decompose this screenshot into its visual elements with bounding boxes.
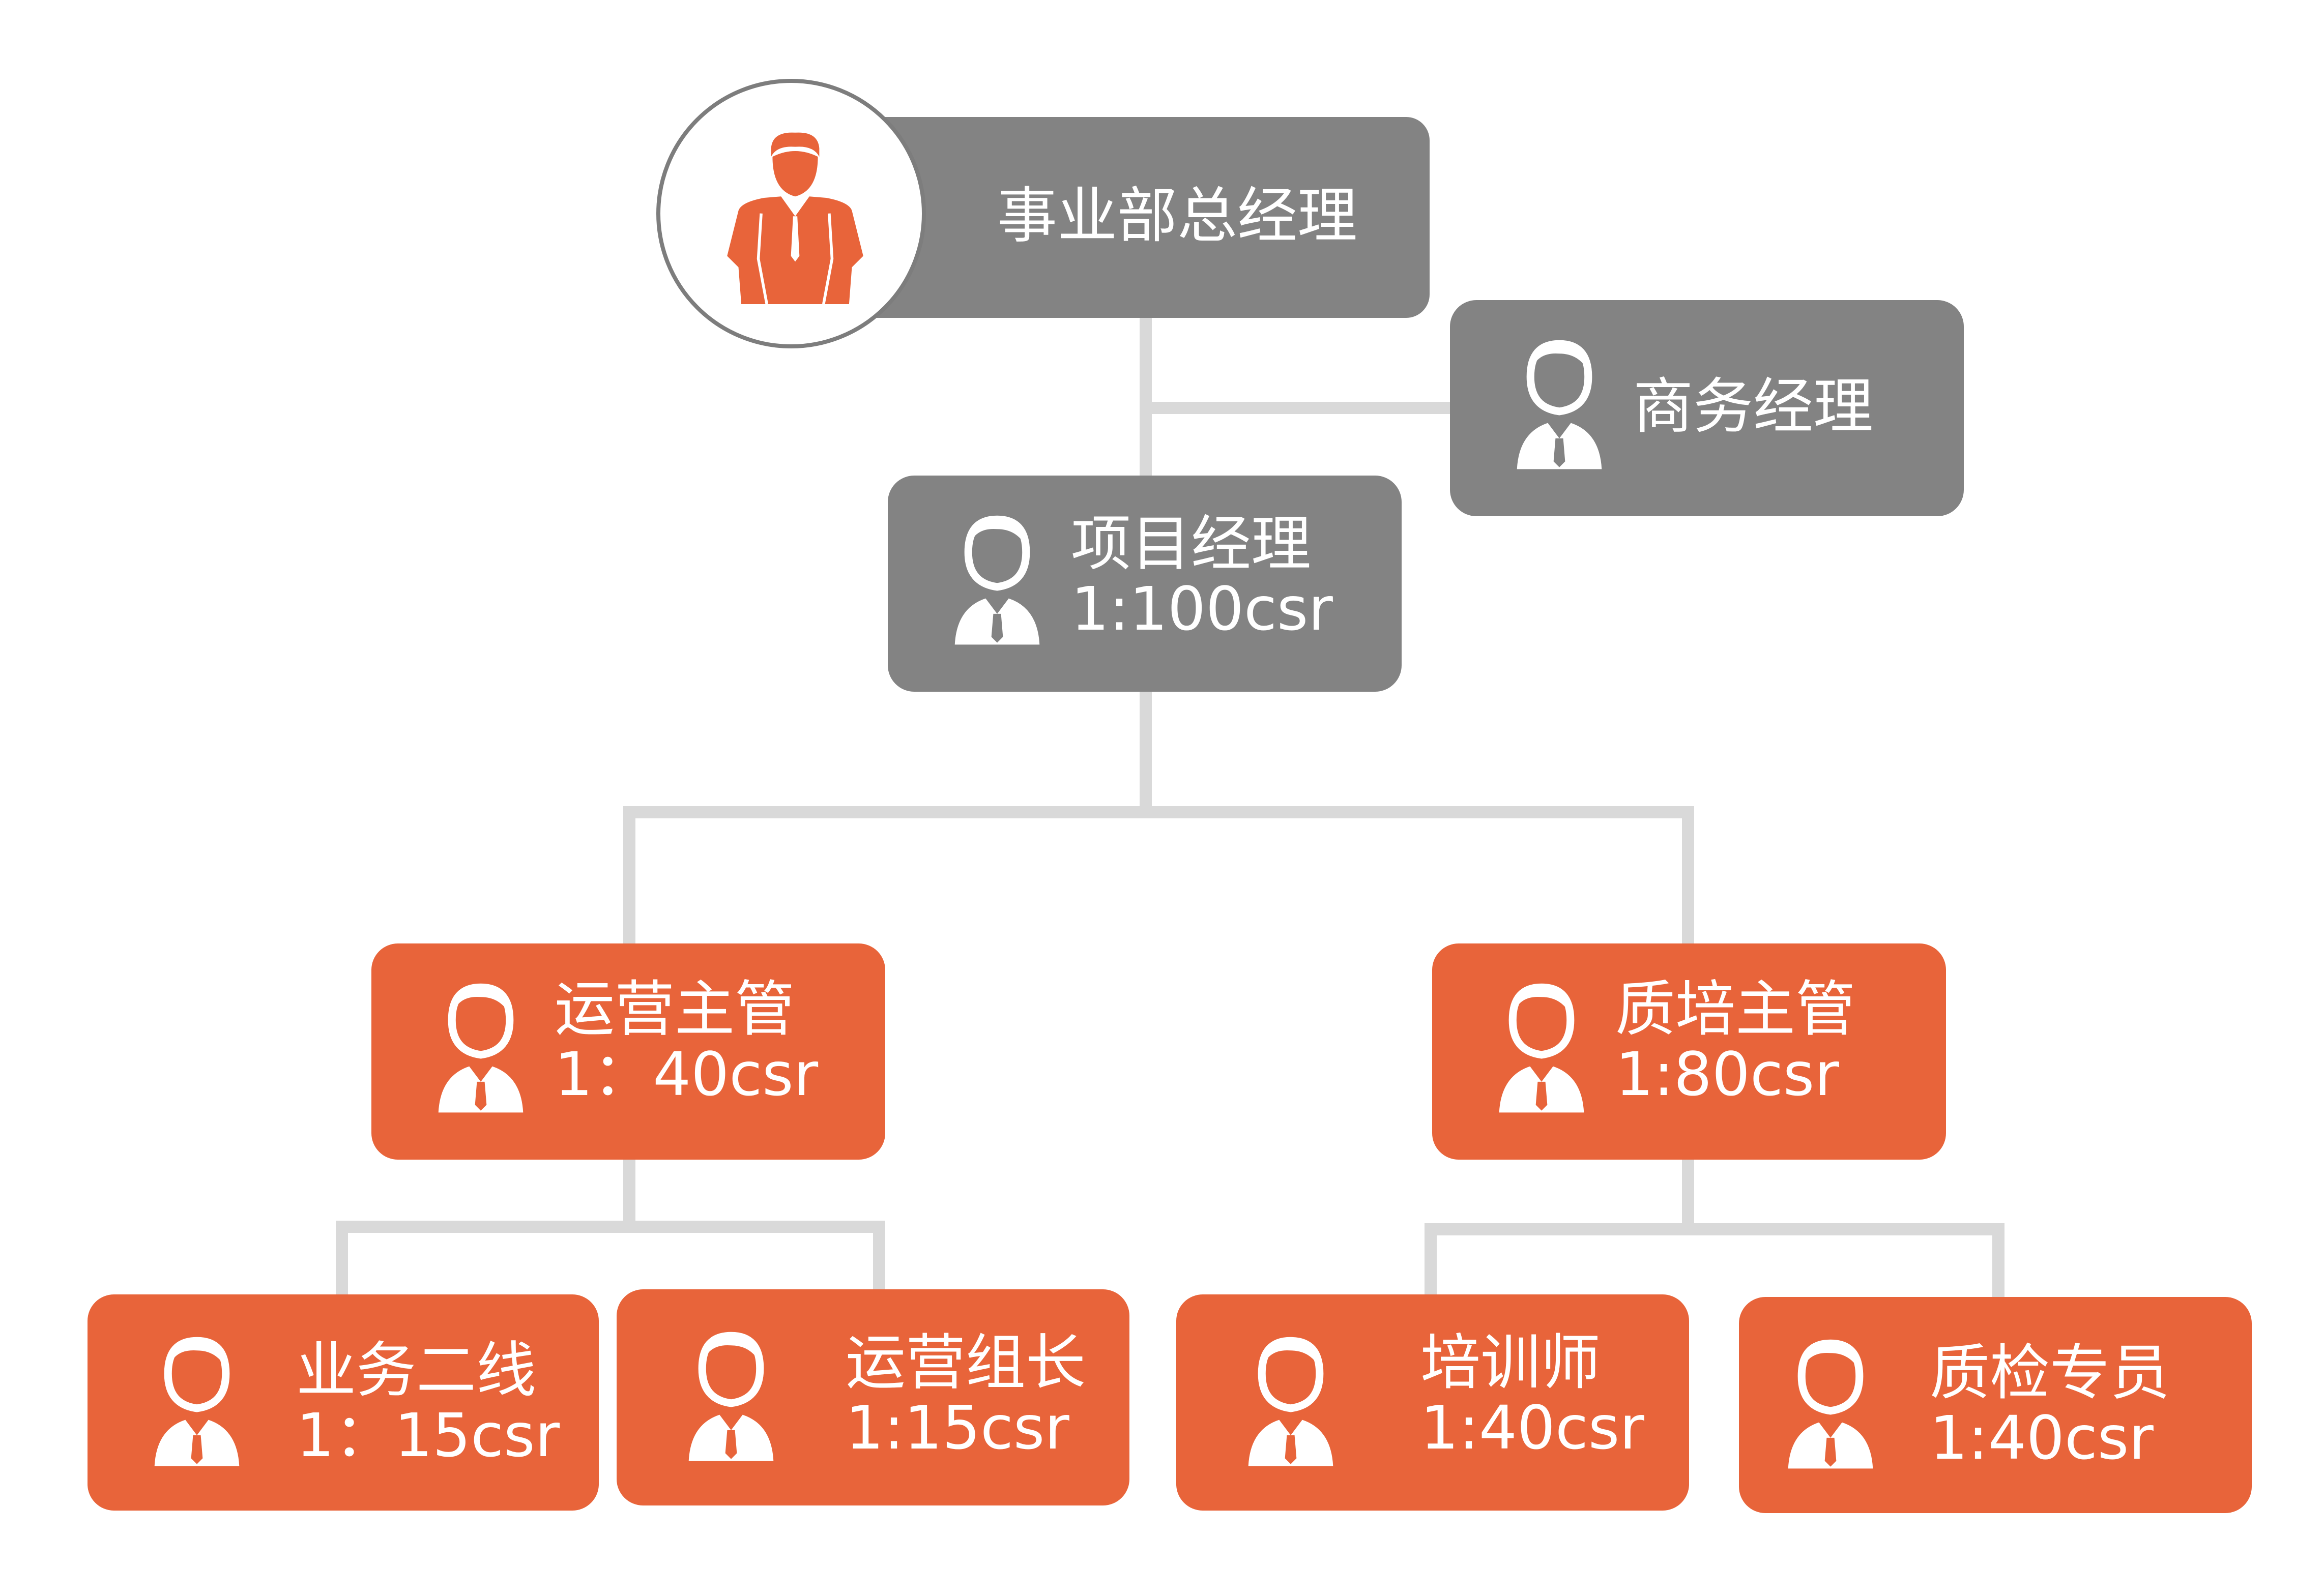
person-suit-icon	[727, 132, 863, 304]
person-outline-icon	[1511, 338, 1608, 473]
connector-to-ops-supervisor	[623, 806, 635, 946]
connector-to-qa-specialist	[1992, 1223, 2005, 1302]
node-business-manager: 商务经理	[1450, 300, 1964, 516]
node-ratio: 1:40csr	[1930, 1403, 2154, 1473]
person-outline-icon	[149, 1335, 245, 1470]
node-ratio: 1：40csr	[555, 1039, 819, 1109]
node-title: 培训师	[1420, 1327, 1601, 1398]
connector-to-trainer	[1425, 1223, 1437, 1302]
person-outline-icon	[432, 982, 529, 1116]
node-ratio: 1:80csr	[1615, 1039, 1839, 1109]
connector-pm-down	[1140, 689, 1152, 811]
person-outline-icon	[683, 1330, 779, 1465]
node-title: 质培主管	[1615, 974, 1856, 1044]
connector-gm-to-pm	[1140, 315, 1152, 478]
person-outline-icon	[1493, 982, 1590, 1116]
node-ratio: 1:40csr	[1420, 1393, 1644, 1463]
node-title: 项目经理	[1071, 509, 1312, 579]
node-trainer: 培训师 1:40csr	[1176, 1294, 1689, 1511]
person-outline-icon	[949, 514, 1045, 648]
connector-qa-supervisor-down	[1682, 1155, 1694, 1231]
person-outline-icon	[1782, 1338, 1879, 1472]
connector-to-ops-team-lead	[873, 1221, 885, 1297]
avatar-general-manager	[656, 79, 926, 348]
node-qa-specialist: 质检专员 1:40csr	[1739, 1297, 2252, 1513]
node-qa-supervisor: 质培主管 1:80csr	[1432, 943, 1946, 1160]
connector-to-business-manager	[1140, 402, 1455, 414]
node-ops-team-lead: 运营组长 1:15csr	[617, 1289, 1129, 1505]
connector-to-qa-supervisor	[1682, 806, 1694, 946]
node-ratio: 1:15csr	[846, 1393, 1069, 1463]
connector-supervisors-bar	[623, 806, 1694, 818]
node-title: 事业部总经理	[997, 181, 1358, 251]
node-title: 运营组长	[846, 1327, 1086, 1398]
node-ratio: 1:100csr	[1071, 574, 1333, 644]
node-title: 运营主管	[555, 974, 795, 1044]
node-title: 商务经理	[1633, 371, 1874, 441]
node-title: 业务二线	[296, 1335, 537, 1405]
connector-to-business-line-two	[336, 1221, 348, 1302]
connector-qa-children-bar	[1425, 1223, 2005, 1235]
connector-ops-supervisor-down	[623, 1155, 635, 1231]
node-ops-supervisor: 运营主管 1：40csr	[371, 943, 885, 1160]
person-outline-icon	[1242, 1335, 1339, 1470]
node-business-line-two: 业务二线 1：15csr	[88, 1294, 599, 1511]
connector-ops-children-bar	[336, 1221, 885, 1233]
node-title: 质检专员	[1930, 1338, 2170, 1408]
node-project-manager: 项目经理 1:100csr	[888, 476, 1402, 692]
node-ratio: 1：15csr	[296, 1400, 560, 1470]
